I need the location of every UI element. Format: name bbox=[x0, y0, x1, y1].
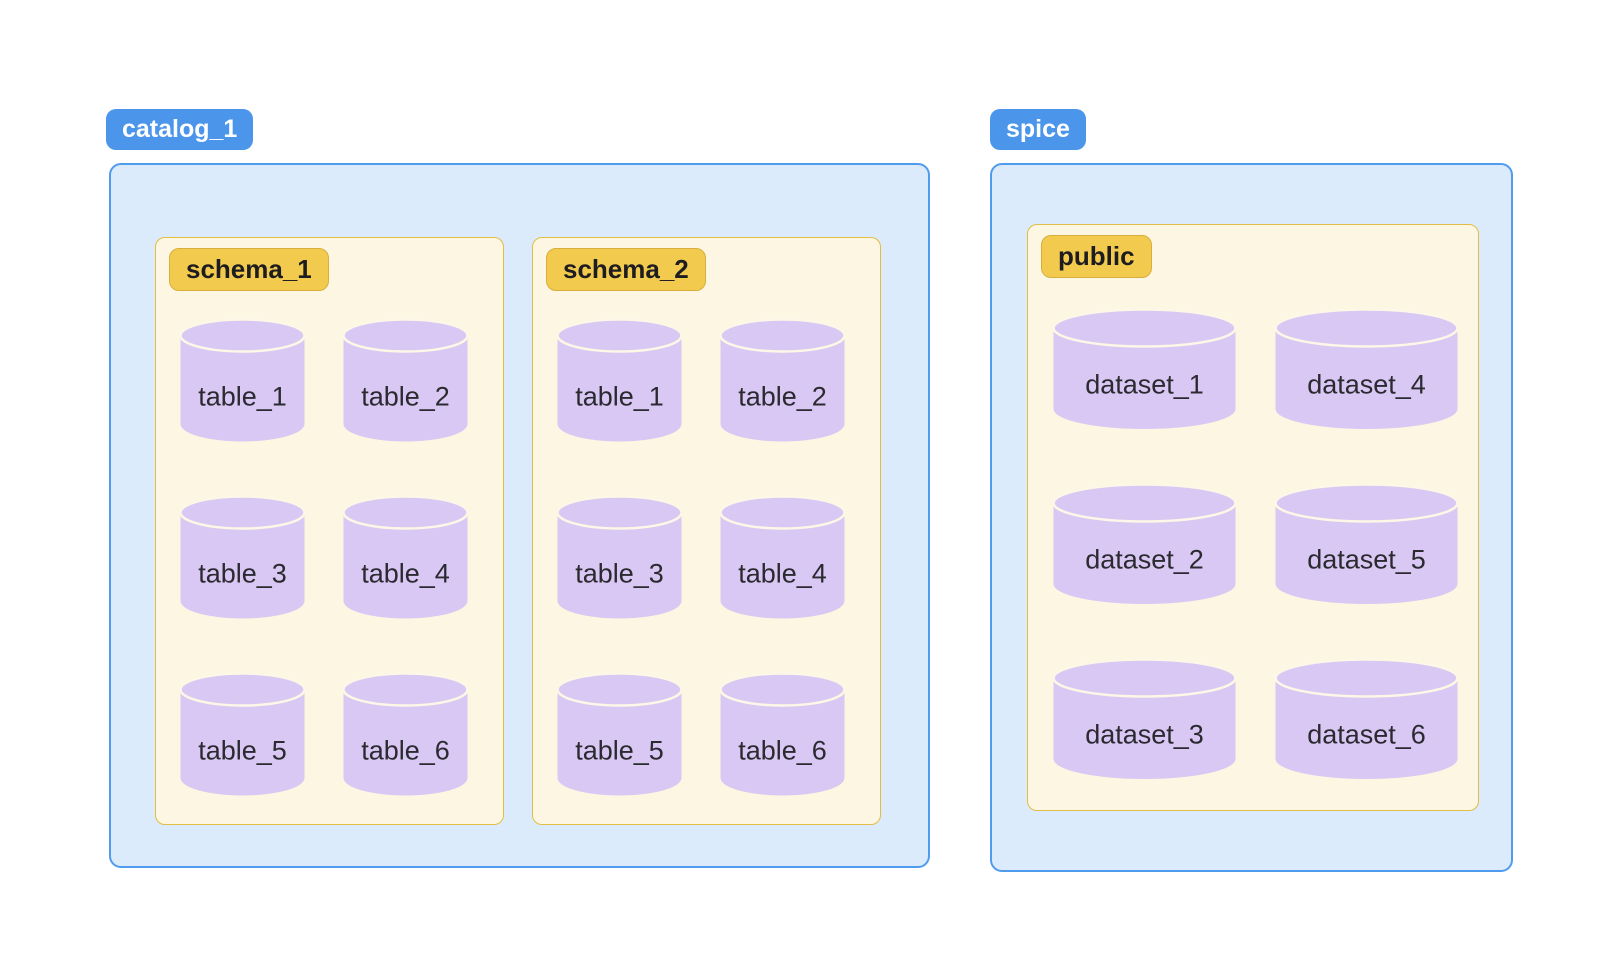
schema-box-schema-1: schema_1 table_1 table_2 table_3 table_4 bbox=[155, 237, 504, 825]
database-cylinder-icon bbox=[556, 318, 683, 442]
table-label: table_6 bbox=[361, 735, 450, 766]
table-grid: table_1 table_2 table_3 table_4 table_5 bbox=[556, 318, 846, 797]
database-cylinder-icon bbox=[719, 495, 846, 619]
table-label: table_3 bbox=[575, 558, 664, 589]
table-label: table_1 bbox=[575, 381, 664, 412]
database-cylinder-icon bbox=[179, 495, 306, 619]
dataset-label: dataset_6 bbox=[1307, 719, 1426, 750]
dataset-label: dataset_1 bbox=[1085, 369, 1204, 400]
table-label: table_4 bbox=[361, 558, 450, 589]
table-cylinder: table_5 bbox=[179, 672, 306, 797]
schema-badge: schema_2 bbox=[546, 248, 706, 291]
dataset-grid: dataset_1 dataset_4 dataset_2 dataset_5 … bbox=[1052, 308, 1459, 781]
dataset-label: dataset_4 bbox=[1307, 369, 1426, 400]
schema-box-schema-2: schema_2 table_1 table_2 table_3 table_4 bbox=[532, 237, 881, 825]
schema-badge: public bbox=[1041, 235, 1152, 278]
dataset-label: dataset_2 bbox=[1085, 544, 1204, 575]
database-cylinder-icon bbox=[719, 318, 846, 442]
table-label: table_2 bbox=[738, 381, 827, 412]
table-label: table_4 bbox=[738, 558, 827, 589]
database-cylinder-icon bbox=[342, 318, 469, 442]
database-cylinder-icon bbox=[342, 672, 469, 796]
catalog-container: schema_1 table_1 table_2 table_3 table_4 bbox=[109, 163, 930, 868]
table-label: table_5 bbox=[198, 735, 287, 766]
database-cylinder-icon bbox=[556, 672, 683, 796]
catalog-badge: spice bbox=[990, 109, 1086, 150]
dataset-cylinder: dataset_2 bbox=[1052, 483, 1237, 606]
catalog-container: public dataset_1 dataset_4 dataset_2 dat… bbox=[990, 163, 1513, 872]
database-cylinder-icon bbox=[342, 495, 469, 619]
table-cylinder: table_3 bbox=[179, 495, 306, 620]
table-cylinder: table_3 bbox=[556, 495, 683, 620]
table-label: table_5 bbox=[575, 735, 664, 766]
table-cylinder: table_4 bbox=[719, 495, 846, 620]
table-cylinder: table_1 bbox=[556, 318, 683, 443]
table-cylinder: table_4 bbox=[342, 495, 469, 620]
dataset-cylinder: dataset_4 bbox=[1274, 308, 1459, 431]
database-cylinder-icon bbox=[1274, 483, 1459, 604]
schema-badge: schema_1 bbox=[169, 248, 329, 291]
dataset-label: dataset_5 bbox=[1307, 544, 1426, 575]
dataset-cylinder: dataset_1 bbox=[1052, 308, 1237, 431]
catalog-badge: catalog_1 bbox=[106, 109, 254, 150]
database-cylinder-icon bbox=[719, 672, 846, 796]
database-cylinder-icon bbox=[1274, 658, 1459, 779]
table-label: table_6 bbox=[738, 735, 827, 766]
database-cylinder-icon bbox=[179, 318, 306, 442]
table-label: table_2 bbox=[361, 381, 450, 412]
dataset-label: dataset_3 bbox=[1085, 719, 1204, 750]
table-grid: table_1 table_2 table_3 table_4 table_5 bbox=[179, 318, 469, 797]
table-label: table_1 bbox=[198, 381, 287, 412]
dataset-cylinder: dataset_6 bbox=[1274, 658, 1459, 781]
dataset-cylinder: dataset_5 bbox=[1274, 483, 1459, 606]
schema-box-public: public dataset_1 dataset_4 dataset_2 dat… bbox=[1027, 224, 1479, 811]
database-cylinder-icon bbox=[1052, 658, 1237, 779]
table-cylinder: table_1 bbox=[179, 318, 306, 443]
database-cylinder-icon bbox=[179, 672, 306, 796]
table-cylinder: table_6 bbox=[342, 672, 469, 797]
dataset-cylinder: dataset_3 bbox=[1052, 658, 1237, 781]
database-cylinder-icon bbox=[556, 495, 683, 619]
table-cylinder: table_5 bbox=[556, 672, 683, 797]
database-cylinder-icon bbox=[1052, 483, 1237, 604]
table-label: table_3 bbox=[198, 558, 287, 589]
table-cylinder: table_2 bbox=[342, 318, 469, 443]
database-cylinder-icon bbox=[1274, 308, 1459, 429]
database-cylinder-icon bbox=[1052, 308, 1237, 429]
table-cylinder: table_6 bbox=[719, 672, 846, 797]
table-cylinder: table_2 bbox=[719, 318, 846, 443]
